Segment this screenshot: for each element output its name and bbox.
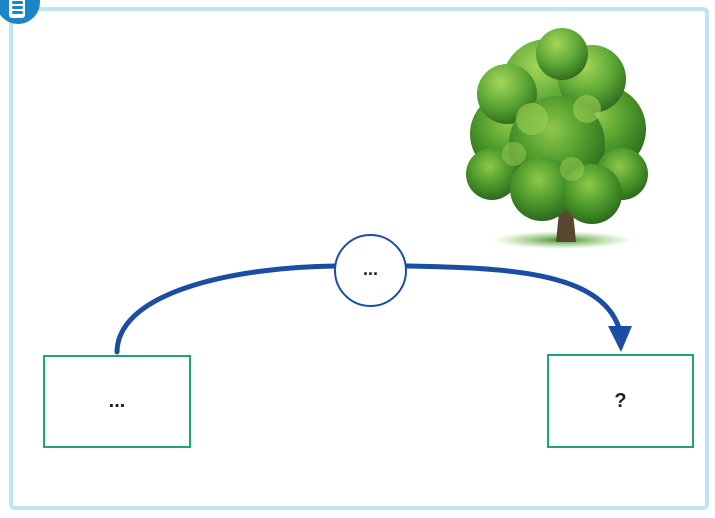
source-box: ... <box>43 355 191 448</box>
thumbs-up-icon <box>0 0 50 28</box>
source-box-label: ... <box>108 390 126 412</box>
process-node: ... <box>334 234 407 307</box>
tree-picture <box>452 24 652 250</box>
process-node-label: ... <box>362 259 378 279</box>
target-box-label: ? <box>614 389 627 412</box>
target-box: ? <box>547 354 694 448</box>
